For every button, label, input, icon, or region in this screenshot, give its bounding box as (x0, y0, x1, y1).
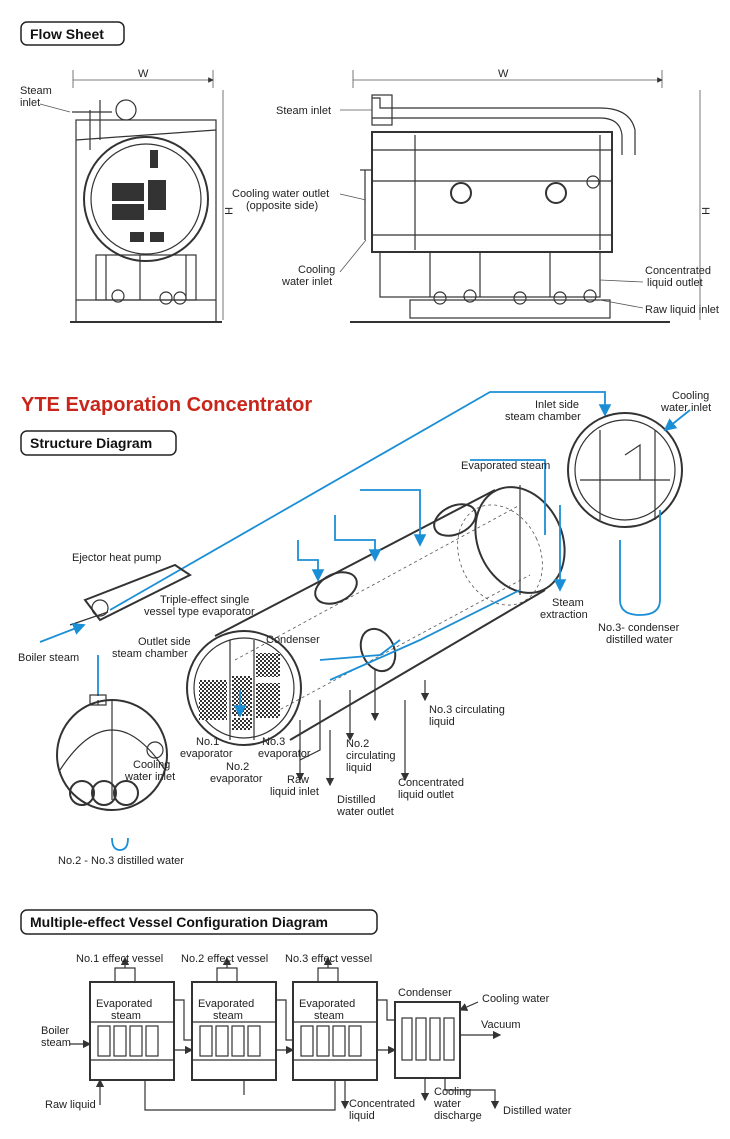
lbl-no3-evap-2: evaporator (258, 748, 311, 760)
lbl-ejector: Ejector heat pump (72, 552, 161, 564)
left-steam-inlet-2: inlet (20, 97, 40, 109)
right-conc-out-2: liquid outlet (647, 277, 703, 289)
inlet-steam-chamber (567, 409, 691, 616)
lbl-vessel1: No.1 effect vessel (76, 953, 163, 965)
lbl-distilled-out-2: water outlet (336, 806, 394, 818)
ejector-heat-pump (39, 563, 192, 643)
vessel1-evap-1: Evaporated (96, 998, 152, 1010)
lbl-no2-evap-1: No.2 (226, 761, 249, 773)
structure-outlet-lines (295, 670, 430, 787)
right-conc-out-1: Concentrated (645, 265, 711, 277)
structure-blue-lines (97, 459, 567, 851)
lbl-raw-2: liquid inlet (270, 786, 319, 798)
effect-vessel-2: Evaporated steam (191, 956, 277, 1081)
bottom-condenser-vessel (56, 694, 168, 811)
effect-vessel-3: Evaporated steam (292, 956, 378, 1081)
flow-sheet-right-view: W H (232, 68, 719, 323)
lbl-boiler-steam: Boiler steam (18, 652, 79, 664)
lbl-triple-1: Triple-effect single (160, 594, 249, 606)
left-dim-w: W (138, 68, 149, 80)
structure-header-box (20, 430, 177, 456)
flow-sheet-section: Flow Sheet W H (20, 21, 719, 323)
lbl-inlet-chamber-2: steam chamber (505, 411, 581, 423)
lbl-steam-extraction-2: extraction (540, 609, 588, 621)
lbl-conc-1: Concentrated (349, 1098, 415, 1110)
right-cooling-in-1: Cooling (298, 264, 335, 276)
lbl-no3-condenser-1: No.3- condenser (598, 622, 680, 634)
lbl-no2-circ-3: liquid (346, 762, 372, 774)
lbl-no1-evap-2: evaporator (180, 748, 233, 760)
lbl-no2-circ-2: circulating (346, 750, 396, 762)
right-raw-inlet: Raw liquid inlet (645, 304, 719, 316)
lbl-cool-dis-2: water (433, 1098, 461, 1110)
lbl-inlet-chamber-1: Inlet side (535, 399, 579, 411)
flow-sheet-header: Flow Sheet (30, 26, 104, 42)
main-evaporator-body (214, 485, 566, 741)
right-cooling-in-2: water inlet (281, 276, 332, 288)
lbl-no3-evap-1: No.3 (262, 736, 285, 748)
vessel2-evap-2: steam (213, 1010, 243, 1022)
structure-header: Structure Diagram (30, 435, 152, 451)
multi-condenser (394, 1001, 461, 1079)
lbl-condenser: Condenser (266, 634, 320, 646)
lbl-evaporated-steam: Evaporated steam (461, 460, 550, 472)
right-dim-h: H (699, 207, 711, 215)
lbl-no3-circ-2: liquid (429, 716, 455, 728)
lbl-cool-dis-3: discharge (434, 1110, 482, 1122)
lbl-vacuum: Vacuum (481, 1019, 521, 1031)
lbl-boiler-1: Boiler (41, 1025, 69, 1037)
lbl-raw-1: Raw (287, 774, 309, 786)
lbl-cooling-in-bottom-1: Cooling (133, 759, 170, 771)
vessel3-evap-2: steam (314, 1010, 344, 1022)
lbl-no3-circ-1: No.3 circulating (429, 704, 505, 716)
multi-effect-section: Multiple-effect Vessel Configuration Dia… (20, 909, 572, 1122)
flow-sheet-left-view: W H Steam (20, 68, 234, 323)
lbl-distilled: Distilled water (503, 1105, 572, 1117)
lbl-outlet-chamber-2: steam chamber (112, 648, 188, 660)
lbl-cooling-water: Cooling water (482, 993, 550, 1005)
lbl-no2-circ-1: No.2 (346, 738, 369, 750)
multi-header-box (20, 909, 378, 935)
structure-section: Structure Diagram (18, 390, 711, 867)
lbl-conc-2: liquid (349, 1110, 375, 1122)
lbl-cooling-in-bottom-2: water inlet (124, 771, 175, 783)
lbl-outlet-chamber-1: Outlet side (138, 636, 191, 648)
lbl-no2-no3-distilled: No.2 - No.3 distilled water (58, 855, 184, 867)
lbl-cooling-in-top-1: Cooling (672, 390, 709, 402)
lbl-vessel3: No.3 effect vessel (285, 953, 372, 965)
right-cooling-out-2: (opposite side) (246, 200, 318, 212)
left-steam-inlet-1: Steam (20, 85, 52, 97)
lbl-cooling-in-top-2: water inlet (660, 402, 711, 414)
lbl-raw-liquid: Raw liquid (45, 1099, 96, 1111)
lbl-no1-evap-1: No.1 (196, 736, 219, 748)
right-dim-w: W (498, 68, 509, 80)
left-dim-h: H (222, 207, 234, 215)
lbl-multi-condenser: Condenser (398, 987, 452, 999)
lbl-triple-2: vessel type evaporator (144, 606, 255, 618)
flow-sheet-header-box (20, 21, 125, 46)
right-cooling-out-1: Cooling water outlet (232, 188, 329, 200)
lbl-vessel2: No.2 effect vessel (181, 953, 268, 965)
effect-vessel-1: Evaporated steam (89, 956, 175, 1081)
lbl-conc-out-1: Concentrated (398, 777, 464, 789)
lbl-distilled-out-1: Distilled (337, 794, 376, 806)
vessel3-evap-1: Evaporated (299, 998, 355, 1010)
lbl-steam-extraction-1: Steam (552, 597, 584, 609)
vessel2-evap-1: Evaporated (198, 998, 254, 1010)
lbl-no2-evap-2: evaporator (210, 773, 263, 785)
lbl-cool-dis-1: Cooling (434, 1086, 471, 1098)
multi-header: Multiple-effect Vessel Configuration Dia… (30, 914, 328, 930)
product-title: YTE Evaporation Concentrator (21, 394, 312, 416)
lbl-boiler-2: steam (41, 1037, 71, 1049)
outlet-steam-chamber (186, 630, 302, 746)
vessel1-evap-2: steam (111, 1010, 141, 1022)
right-steam-inlet: Steam inlet (276, 105, 331, 117)
lbl-no3-condenser-2: distilled water (606, 634, 673, 646)
multi-flow-lines (70, 999, 502, 1111)
lbl-conc-out-2: liquid outlet (398, 789, 454, 801)
